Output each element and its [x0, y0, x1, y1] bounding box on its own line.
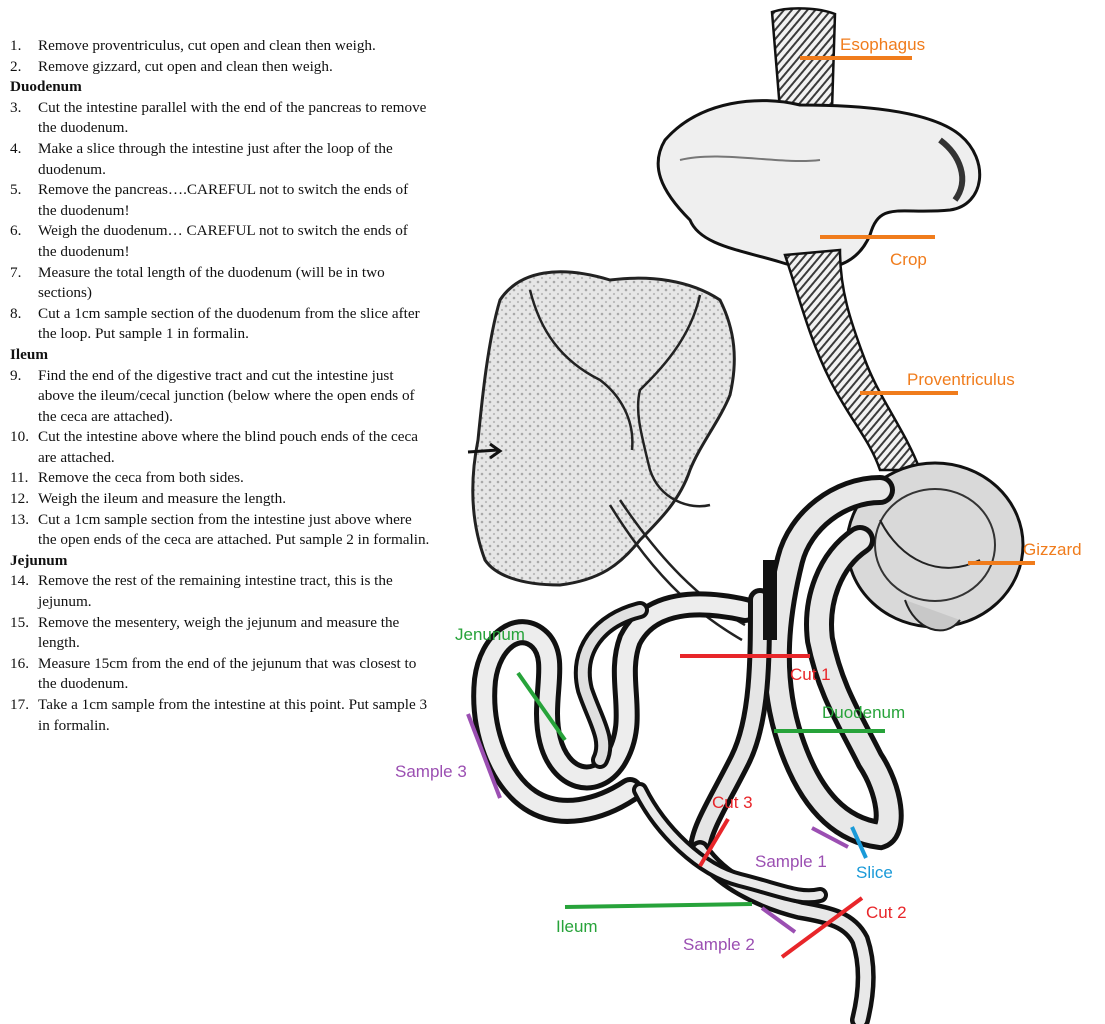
ileum-pointer [565, 904, 752, 907]
slice-label: Slice [856, 863, 893, 882]
proventriculus-label: Proventriculus [907, 370, 1015, 389]
sample2-label: Sample 2 [683, 935, 755, 954]
esophagus-label: Esophagus [840, 35, 925, 54]
liver-drawing [468, 272, 734, 585]
duodenum-label: Duodenum [822, 703, 905, 722]
crop-label: Crop [890, 250, 927, 269]
gizzard-label: Gizzard [1023, 540, 1082, 559]
cut3-label: Cut 3 [712, 793, 753, 812]
jenunum-label: Jenunum [455, 625, 525, 644]
cut1-label: Cut 1 [790, 665, 831, 684]
ileum-label: Ileum [556, 917, 598, 936]
sample3-label: Sample 3 [395, 762, 467, 781]
sample1-label: Sample 1 [755, 852, 827, 871]
cut2-label: Cut 2 [866, 903, 907, 922]
